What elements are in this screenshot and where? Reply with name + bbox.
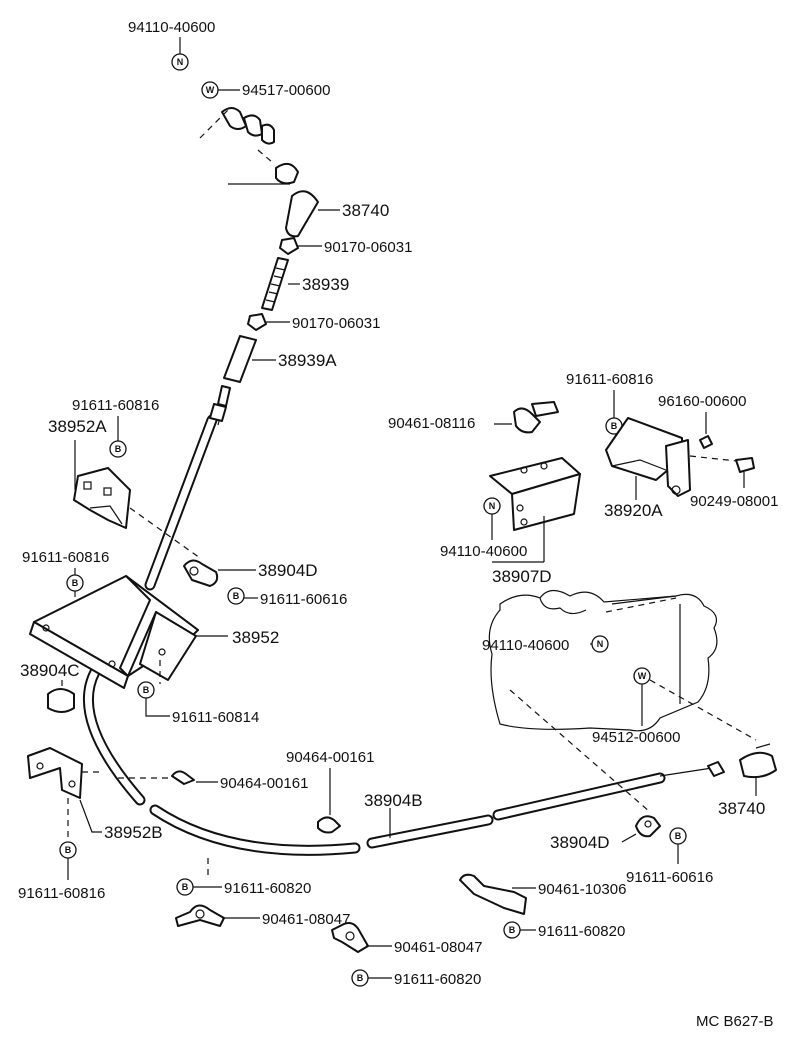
- label-91611-60616-a: 91611-60616: [260, 591, 347, 608]
- bolt-symbol-e: B: [59, 841, 77, 880]
- engine-block-outline: [488, 589, 718, 732]
- label-38904B: 38904B: [364, 791, 423, 810]
- washer-symbol-engine: W: [633, 667, 757, 741]
- label-38952: 38952: [232, 628, 279, 647]
- bracket-38907D: [489, 457, 581, 562]
- symbol-letter: B: [357, 973, 364, 983]
- bolt-symbol-d: B: [137, 660, 170, 717]
- symbol-letter: B: [182, 882, 189, 892]
- label-90170-06031-b: 90170-06031: [292, 315, 380, 332]
- washer-symbol-top: W: [201, 81, 240, 99]
- label-94517-00600: 94517-00600: [242, 82, 330, 99]
- label-38939: 38939: [302, 275, 349, 294]
- label-91611-60820-a: 91611-60820: [224, 880, 311, 897]
- bolt-symbol-g: B: [351, 969, 392, 987]
- symbol-letter: B: [509, 925, 516, 935]
- label-91611-60820-c: 91611-60820: [538, 923, 625, 940]
- symbol-letter: N: [489, 501, 496, 511]
- label-91611-60820-b: 91611-60820: [394, 971, 481, 988]
- symbol-letter: B: [611, 421, 618, 431]
- symbol-letter: W: [638, 671, 647, 681]
- nut-90170-a: [279, 237, 322, 255]
- bolt-symbol-f: B: [176, 858, 222, 896]
- clamp-90461-08116: [494, 401, 559, 434]
- ball-joint-assembly: [199, 107, 319, 238]
- label-91611-60816-c: 91611-60816: [18, 885, 105, 902]
- label-90461-08047-a: 90461-08047: [262, 911, 350, 928]
- diagram-code: MC B627-B: [696, 1013, 774, 1030]
- label-38952B: 38952B: [104, 823, 163, 842]
- cable-lower-loop: [83, 666, 713, 856]
- label-90461-10306: 90461-10306: [538, 881, 626, 898]
- nut-symbol-top: N: [171, 37, 189, 71]
- bracket-38952B: [27, 747, 102, 838]
- label-38920A: 38920A: [604, 501, 663, 520]
- label-91611-60816-a: 91611-60816: [72, 397, 159, 414]
- label-94512-00600: 94512-00600: [592, 729, 680, 746]
- bolt-symbol-i: B: [669, 827, 687, 864]
- bolt-symbol-b: B: [227, 587, 258, 605]
- label-38904C: 38904C: [20, 661, 80, 680]
- bracket-38952: [29, 575, 199, 689]
- label-38952A: 38952A: [48, 417, 107, 436]
- bolt-icon: B: [115, 444, 122, 454]
- label-38740-top: 38740: [342, 201, 389, 220]
- bolt-symbol-j: B: [503, 921, 536, 939]
- symbol-letter: B: [143, 685, 150, 695]
- label-94110-40600-eng: 94110-40600: [482, 637, 569, 654]
- cable-end-upper: [209, 385, 231, 422]
- label-91611-60616-b: 91611-60616: [626, 869, 713, 886]
- label-90461-08047-b: 90461-08047: [394, 939, 482, 956]
- symbol-letter: B: [675, 831, 682, 841]
- label-90464-00161-a: 90464-00161: [220, 775, 308, 792]
- label-38740-right: 38740: [718, 799, 765, 818]
- bracket-38952A: [73, 467, 131, 529]
- symbol-letter: B: [72, 578, 79, 588]
- bolt-symbol-h: B: [605, 390, 623, 435]
- symbol-letter: B: [233, 591, 240, 601]
- washer-icon: W: [206, 85, 215, 95]
- nut-symbol-engine: N: [590, 635, 609, 653]
- label-91611-60814: 91611-60814: [172, 709, 259, 726]
- symbol-letter: N: [597, 639, 604, 649]
- clip-90464-middle: [317, 768, 341, 834]
- clamp-90461-08047-a: [175, 904, 260, 927]
- label-90461-08116: 90461-08116: [388, 415, 475, 432]
- bolt-symbol-a: B: [109, 416, 127, 458]
- nut-symbol-mid: N: [483, 497, 501, 540]
- grommet-38904C: [47, 680, 75, 713]
- clamp-38904D-upper: [183, 559, 256, 587]
- threaded-rod-38939: [261, 257, 300, 311]
- label-90170-06031-a: 90170-06031: [324, 239, 412, 256]
- label-91611-60816-b: 91611-60816: [22, 549, 109, 566]
- nut-icon: N: [177, 57, 184, 67]
- clamp-38904D-lower: [621, 815, 661, 843]
- nut-90170-b: [247, 313, 290, 331]
- label-94110-40600-mid: 94110-40600: [440, 543, 527, 560]
- cable-upper: [144, 394, 227, 591]
- label-38907D: 38907D: [492, 567, 552, 586]
- label-90464-00161-b: 90464-00161: [286, 749, 374, 766]
- clamp-90461-10306: [459, 873, 536, 915]
- label-38904D-low: 38904D: [550, 833, 610, 852]
- label-96160-00600: 96160-00600: [658, 393, 746, 410]
- label-38904D-top: 38904D: [258, 561, 318, 580]
- cable-end-38740-right: [707, 743, 777, 796]
- clip-90464-left: [118, 770, 218, 785]
- label-91611-60816-d: 91611-60816: [566, 371, 653, 388]
- label-94110-40600-top: 94110-40600: [128, 19, 215, 36]
- label-38939A: 38939A: [278, 351, 337, 370]
- label-90249-08001: 90249-08001: [690, 493, 778, 510]
- clamp-90461-08047-b: [331, 922, 392, 953]
- sleeve-38939A: [223, 335, 276, 383]
- bracket-38920A: [605, 417, 755, 497]
- symbol-letter: B: [65, 845, 72, 855]
